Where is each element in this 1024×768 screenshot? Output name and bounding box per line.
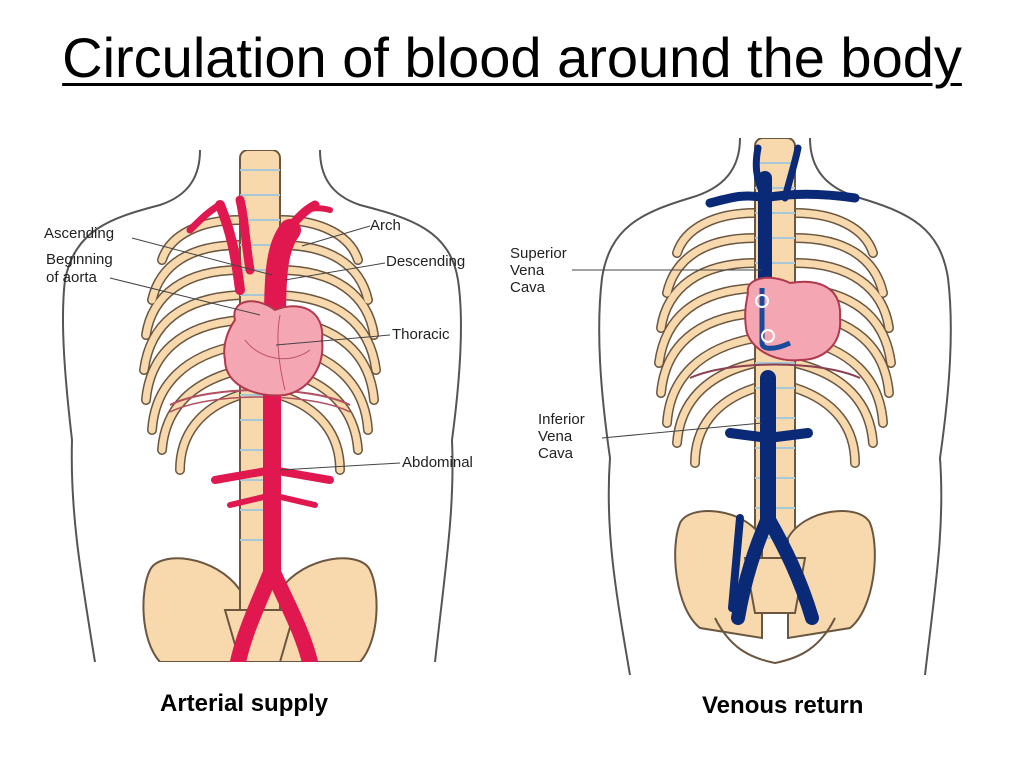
label-beginning-of-aorta-line1: Beginning bbox=[46, 251, 113, 268]
caption-venous-return: Venous return bbox=[702, 692, 864, 719]
heart-icon bbox=[223, 300, 324, 397]
label-svc-line2: Vena bbox=[510, 262, 545, 279]
label-arch: Arch bbox=[370, 217, 401, 234]
heart-icon bbox=[744, 276, 842, 362]
body-outline bbox=[61, 150, 201, 662]
label-svc-line1: Superior bbox=[510, 245, 567, 262]
label-ivc-line3: Cava bbox=[538, 445, 574, 462]
label-descending: Descending bbox=[386, 253, 465, 270]
label-thoracic: Thoracic bbox=[392, 326, 450, 343]
pelvis bbox=[142, 557, 241, 662]
label-ivc-line2: Vena bbox=[538, 428, 573, 445]
arterial-diagram: Ascending Beginning of aorta Arch Descen… bbox=[40, 150, 490, 662]
label-abdominal: Abdominal bbox=[402, 454, 473, 471]
page-title: Circulation of blood around the body bbox=[62, 26, 962, 89]
label-beginning-of-aorta-line2: of aorta bbox=[46, 269, 98, 286]
caption-arterial-supply: Arterial supply bbox=[160, 690, 329, 717]
venous-diagram: Superior Vena Cava Inferior Vena Cava bbox=[500, 138, 990, 675]
vena-cava bbox=[705, 144, 860, 625]
label-svc-line3: Cava bbox=[510, 279, 546, 296]
body-outline bbox=[319, 150, 462, 662]
label-ascending: Ascending bbox=[44, 225, 114, 242]
body-outline bbox=[598, 138, 741, 675]
label-ivc-line1: Inferior bbox=[538, 411, 585, 428]
